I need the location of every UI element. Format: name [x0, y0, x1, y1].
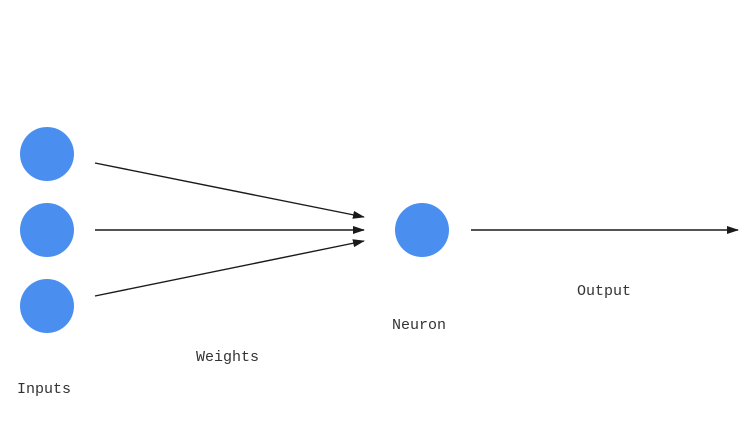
neuron-node: [395, 203, 449, 257]
inputs-label: Inputs: [17, 381, 72, 398]
input-node-1: [20, 127, 74, 181]
weight-connection-3: [94, 239, 365, 297]
output-label: Output: [577, 283, 632, 300]
weight-connection-1: [94, 162, 365, 219]
input-node-2: [20, 203, 74, 257]
neuron-label: Neuron: [392, 317, 447, 334]
input-node-3: [20, 279, 74, 333]
weights-label: Weights: [196, 349, 260, 366]
